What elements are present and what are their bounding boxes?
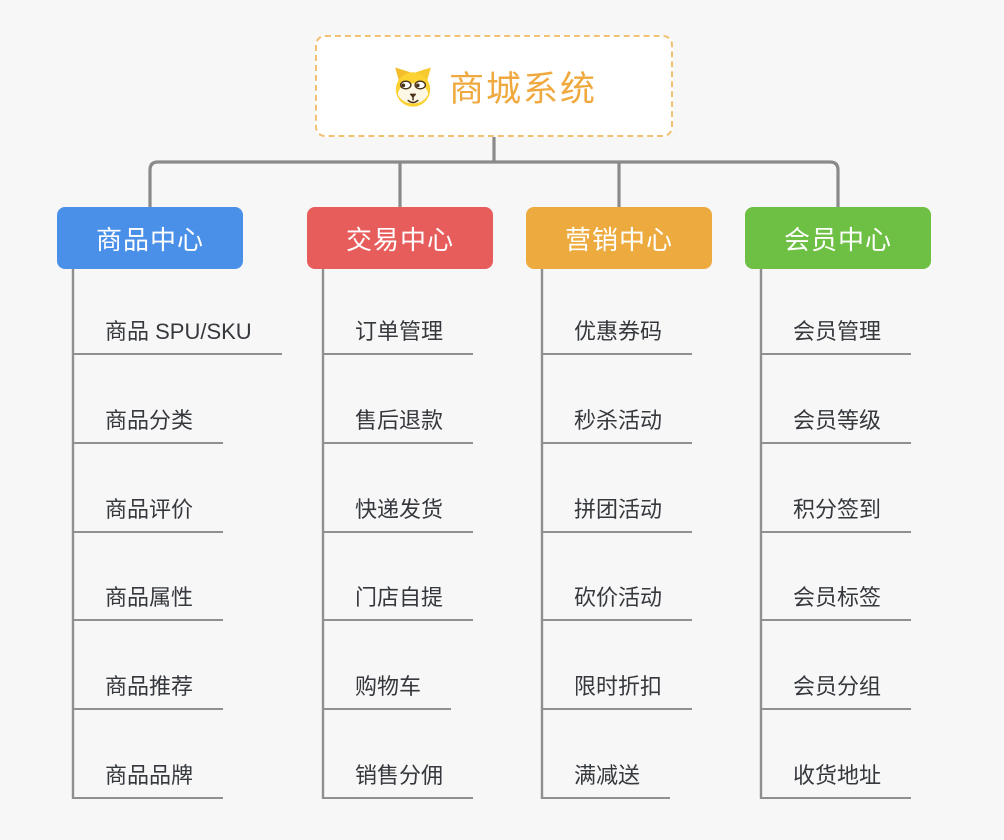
sub-topic[interactable]: 会员标签 xyxy=(760,533,912,622)
sub-topic[interactable]: 商品属性 xyxy=(72,533,224,622)
dog-face-icon xyxy=(391,64,435,108)
sub-topic[interactable]: 商品品牌 xyxy=(72,710,224,799)
sub-topic[interactable]: 收货地址 xyxy=(760,710,912,799)
sub-topic[interactable]: 拼团活动 xyxy=(541,444,693,533)
sub-topic[interactable]: 销售分佣 xyxy=(322,710,474,799)
sub-topic[interactable]: 售后退款 xyxy=(322,355,474,444)
branch-node-marketing-center[interactable]: 营销中心 xyxy=(526,207,712,269)
branch-children-trade-center: 订单管理 售后退款 快递发货 门店自提 购物车 销售分佣 xyxy=(322,270,474,799)
branch-children-member-center: 会员管理 会员等级 积分签到 会员标签 会员分组 收货地址 xyxy=(760,270,912,799)
sub-topic[interactable]: 会员等级 xyxy=(760,355,912,444)
sub-topic[interactable]: 商品评价 xyxy=(72,444,224,533)
branch-children-marketing-center: 优惠券码 秒杀活动 拼团活动 砍价活动 限时折扣 满减送 xyxy=(541,270,693,799)
sub-topic[interactable]: 会员分组 xyxy=(760,621,912,711)
branch-node-product-center[interactable]: 商品中心 xyxy=(57,207,243,269)
sub-topic[interactable]: 砍价活动 xyxy=(541,533,693,622)
sub-topic[interactable]: 满减送 xyxy=(541,710,671,799)
sub-topic[interactable]: 会员管理 xyxy=(760,270,912,355)
sub-topic[interactable]: 购物车 xyxy=(322,621,452,711)
sub-topic[interactable]: 限时折扣 xyxy=(541,621,693,711)
sub-topic[interactable]: 商品分类 xyxy=(72,355,224,444)
sub-topic[interactable]: 商品推荐 xyxy=(72,621,224,711)
root-title: 商城系统 xyxy=(448,69,597,109)
sub-topic[interactable]: 商品 SPU/SKU xyxy=(72,270,282,355)
sub-topic[interactable]: 快递发货 xyxy=(322,444,474,533)
sub-topic[interactable]: 秒杀活动 xyxy=(541,355,693,444)
root-node[interactable]: 商城系统 xyxy=(315,35,673,137)
branch-node-member-center[interactable]: 会员中心 xyxy=(745,207,931,269)
branch-node-trade-center[interactable]: 交易中心 xyxy=(307,207,493,269)
sub-topic[interactable]: 优惠券码 xyxy=(541,270,693,355)
sub-topic[interactable]: 门店自提 xyxy=(322,533,474,622)
branch-children-product-center: 商品 SPU/SKU 商品分类 商品评价 商品属性 商品推荐 商品品牌 xyxy=(72,270,282,799)
sub-topic[interactable]: 积分签到 xyxy=(760,444,912,533)
sub-topic[interactable]: 订单管理 xyxy=(322,270,474,355)
